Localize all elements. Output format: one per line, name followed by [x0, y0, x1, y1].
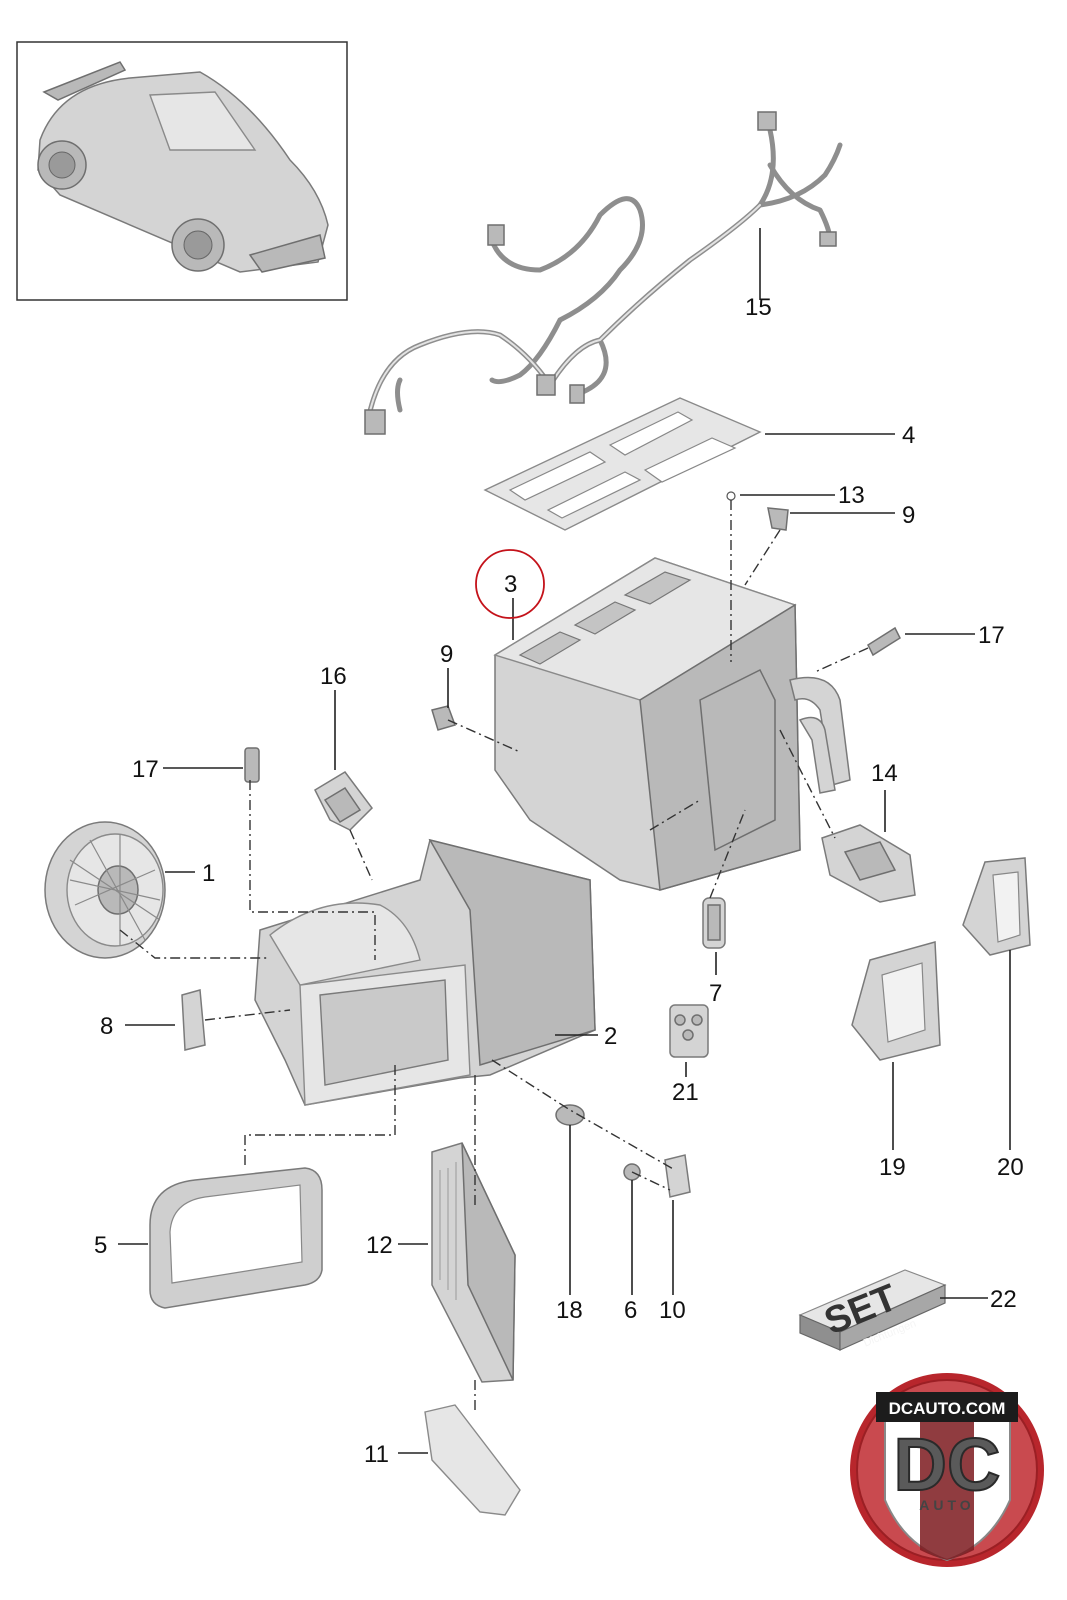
callout-labels: 15 4 13 9 3 17 9 16 17 14 1 7 8 2 21 19 …	[94, 294, 1024, 1468]
actuator-8[interactable]	[181, 989, 206, 1051]
highlight-circle	[475, 549, 545, 619]
hvac-housing[interactable]	[493, 557, 851, 891]
label-21[interactable]: 21	[672, 1079, 699, 1106]
sensor-10[interactable]	[664, 1154, 691, 1198]
car-thumbnail-icon[interactable]	[16, 41, 348, 301]
duct-19[interactable]	[851, 941, 941, 1061]
label-16[interactable]: 16	[320, 663, 347, 690]
label-19[interactable]: 19	[879, 1154, 906, 1181]
label-9-left[interactable]: 9	[440, 641, 453, 668]
heater-core-12[interactable]	[431, 1142, 516, 1383]
logo-letters: DC	[894, 1423, 1001, 1506]
leader-lines	[118, 228, 1011, 1454]
label-5[interactable]: 5	[94, 1232, 107, 1259]
actuator-14[interactable]	[821, 824, 916, 903]
assembly-lines	[119, 500, 869, 1410]
label-12[interactable]: 12	[366, 1232, 393, 1259]
sensor-21[interactable]	[669, 1004, 709, 1058]
label-11[interactable]: 11	[364, 1441, 389, 1468]
label-20[interactable]: 20	[997, 1154, 1024, 1181]
duct-20[interactable]	[962, 857, 1031, 956]
label-4[interactable]: 4	[902, 422, 915, 449]
blower-motor[interactable]	[44, 821, 166, 959]
label-1[interactable]: 1	[202, 860, 215, 887]
label-9-right[interactable]: 9	[902, 502, 915, 529]
filter-frame[interactable]	[483, 397, 762, 531]
label-17-left[interactable]: 17	[132, 756, 159, 783]
label-3[interactable]: 3	[504, 571, 517, 598]
label-22[interactable]: 22	[990, 1286, 1017, 1313]
sensor-9-left[interactable]	[431, 705, 456, 731]
gasket-5[interactable]	[149, 1167, 323, 1309]
seal-set-box[interactable]: SET Dichtungen	[798, 1269, 947, 1351]
label-14[interactable]: 14	[871, 760, 898, 787]
label-7[interactable]: 7	[709, 980, 722, 1007]
dcauto-logo-icon[interactable]: DCAUTO.COM DC AUTO	[850, 1373, 1044, 1567]
resistor-16[interactable]	[314, 771, 373, 831]
sensor-7[interactable]	[702, 897, 726, 949]
label-18[interactable]: 18	[556, 1297, 583, 1324]
bracket-11[interactable]	[424, 1404, 521, 1516]
clip-13[interactable]	[726, 491, 736, 501]
label-6[interactable]: 6	[624, 1297, 637, 1324]
sensor-17-left[interactable]	[244, 747, 260, 783]
label-17-right[interactable]: 17	[978, 622, 1005, 649]
label-13[interactable]: 13	[838, 482, 865, 509]
wiring-harness[interactable]	[364, 111, 843, 435]
sensor-17-right[interactable]	[867, 626, 901, 657]
label-10[interactable]: 10	[659, 1297, 686, 1324]
label-2[interactable]: 2	[604, 1023, 617, 1050]
label-15[interactable]: 15	[745, 294, 772, 321]
logo-top-text: DCAUTO.COM	[889, 1399, 1006, 1418]
logo-bottom-text: AUTO	[919, 1497, 974, 1513]
blower-housing[interactable]	[254, 838, 596, 1106]
label-8[interactable]: 8	[100, 1013, 113, 1040]
sensor-9-right[interactable]	[767, 507, 789, 531]
